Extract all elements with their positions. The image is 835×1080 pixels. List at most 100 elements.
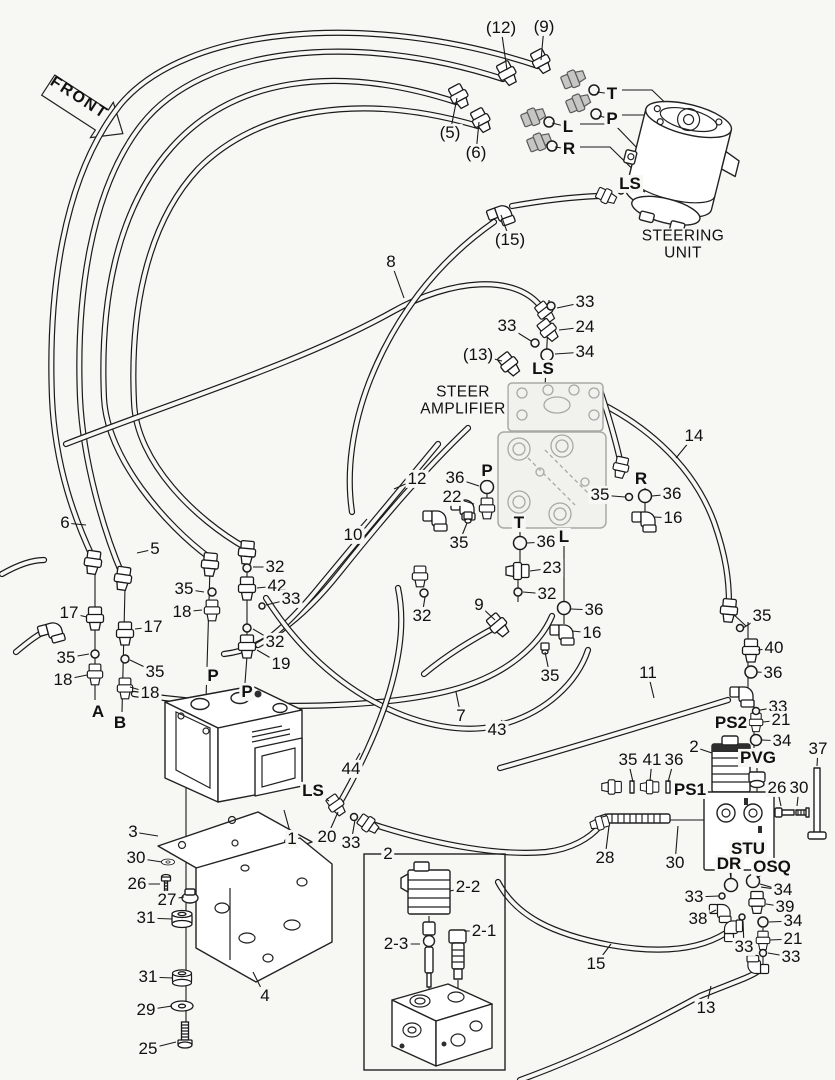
callout-34: 34 bbox=[781, 910, 805, 931]
callout-14: 14 bbox=[682, 425, 706, 446]
callout-p: P bbox=[205, 665, 221, 686]
callout-36: 36 bbox=[662, 749, 686, 770]
callout-32: 32 bbox=[410, 605, 434, 626]
callout-2: 2 bbox=[381, 843, 395, 864]
callout-13: 13 bbox=[694, 997, 718, 1018]
callout-3: 3 bbox=[126, 821, 140, 842]
callout-21: 21 bbox=[769, 709, 793, 730]
callout-43: 43 bbox=[485, 719, 509, 740]
callout-5: (5) bbox=[437, 122, 463, 143]
callout-l: L bbox=[556, 526, 572, 547]
callout-38: 38 bbox=[686, 908, 710, 929]
callout-30: 30 bbox=[663, 852, 687, 873]
callout-40: 40 bbox=[762, 637, 786, 658]
callout-22: 22 bbox=[440, 486, 464, 507]
callout-steeringunit: STEERING UNIT bbox=[639, 227, 727, 262]
callout-35: 35 bbox=[172, 578, 196, 599]
callout-30: 30 bbox=[787, 777, 811, 798]
callout-ls: LS bbox=[617, 173, 643, 194]
callout-p: P bbox=[604, 108, 620, 129]
callout-33: 33 bbox=[279, 588, 303, 609]
callout-13: (13) bbox=[460, 344, 496, 365]
callout-31: 31 bbox=[134, 907, 158, 928]
callout-37: 37 bbox=[806, 738, 830, 759]
steering-unit bbox=[623, 100, 740, 233]
callout-l: L bbox=[560, 116, 576, 137]
callout-30: 30 bbox=[124, 847, 148, 868]
callout-25: 25 bbox=[136, 1038, 160, 1059]
callout-7: 7 bbox=[454, 705, 468, 726]
callout-9: (9) bbox=[531, 16, 557, 37]
callout-24: 24 bbox=[573, 316, 597, 337]
callout-p: P bbox=[479, 460, 495, 481]
callout-5: 5 bbox=[148, 538, 162, 559]
callout-ps2: PS2 bbox=[712, 712, 750, 733]
priority-valve-block bbox=[164, 685, 303, 803]
callout-35: 35 bbox=[143, 661, 167, 682]
callout-19: 19 bbox=[269, 653, 293, 674]
callout-dr: DR bbox=[714, 853, 744, 874]
callout-33: 33 bbox=[732, 936, 756, 957]
callout-front: FRONT bbox=[47, 73, 111, 123]
callout-t: T bbox=[604, 83, 620, 104]
callout-2: 2 bbox=[687, 736, 701, 757]
callout-9: 9 bbox=[472, 594, 486, 615]
callout-32: 32 bbox=[263, 556, 287, 577]
callout-33: 33 bbox=[339, 832, 363, 853]
callout-33: 33 bbox=[682, 886, 706, 907]
callout-12: (12) bbox=[483, 17, 519, 38]
callout-4: 4 bbox=[258, 985, 272, 1006]
cartridge bbox=[448, 929, 467, 980]
callout-18: 18 bbox=[51, 669, 75, 690]
callout-2-3: 2-3 bbox=[381, 933, 411, 954]
callout-16: 16 bbox=[661, 507, 685, 528]
set-screws bbox=[774, 807, 810, 818]
valve-stem bbox=[422, 921, 436, 988]
callout-12: 12 bbox=[405, 468, 429, 489]
callout-33: 33 bbox=[495, 315, 519, 336]
callout-ps1: PS1 bbox=[671, 779, 709, 800]
callout-32: 32 bbox=[263, 631, 287, 652]
callout-34: 34 bbox=[770, 730, 794, 751]
callout-osq: OSQ bbox=[751, 856, 793, 877]
callout-34: 34 bbox=[573, 341, 597, 362]
callout-2-2: 2-2 bbox=[453, 876, 483, 897]
callout-32: 32 bbox=[535, 583, 559, 604]
callout-p: P bbox=[239, 681, 255, 702]
callout-steeramplifier: STEER AMPLIFIER bbox=[418, 383, 508, 418]
callout-r: R bbox=[632, 468, 650, 489]
callout-35: 35 bbox=[538, 665, 562, 686]
callout-35: 35 bbox=[616, 749, 640, 770]
stop-bar bbox=[807, 767, 827, 840]
callout-20: 20 bbox=[315, 826, 339, 847]
callout-29: 29 bbox=[134, 999, 158, 1020]
callout-stu: STU bbox=[729, 838, 767, 859]
front-arrow bbox=[40, 74, 124, 139]
callout-28: 28 bbox=[593, 847, 617, 868]
callout-a: A bbox=[89, 701, 107, 722]
callout-b: B bbox=[111, 712, 129, 733]
callout-6: (6) bbox=[463, 142, 489, 163]
callout-ls: LS bbox=[530, 358, 556, 379]
callout-34: 34 bbox=[771, 879, 795, 900]
callout-31: 31 bbox=[136, 966, 160, 987]
callout-35: 35 bbox=[750, 605, 774, 626]
callout-26: 26 bbox=[765, 777, 789, 798]
callout-18: 18 bbox=[138, 682, 162, 703]
steer-amplifier-block bbox=[497, 382, 607, 529]
callout-36: 36 bbox=[582, 599, 606, 620]
callout-36: 36 bbox=[660, 483, 684, 504]
callout-17: 17 bbox=[141, 616, 165, 637]
callout-16: 16 bbox=[580, 622, 604, 643]
callout-ls: LS bbox=[300, 780, 326, 801]
callout-2-1: 2-1 bbox=[469, 920, 499, 941]
inset-valve-block bbox=[391, 983, 493, 1067]
callout-39: 39 bbox=[773, 896, 797, 917]
callout-35: 35 bbox=[54, 647, 78, 668]
callout-23: 23 bbox=[540, 557, 564, 578]
callout-6: 6 bbox=[58, 512, 72, 533]
mounting-hardware bbox=[160, 858, 199, 1049]
